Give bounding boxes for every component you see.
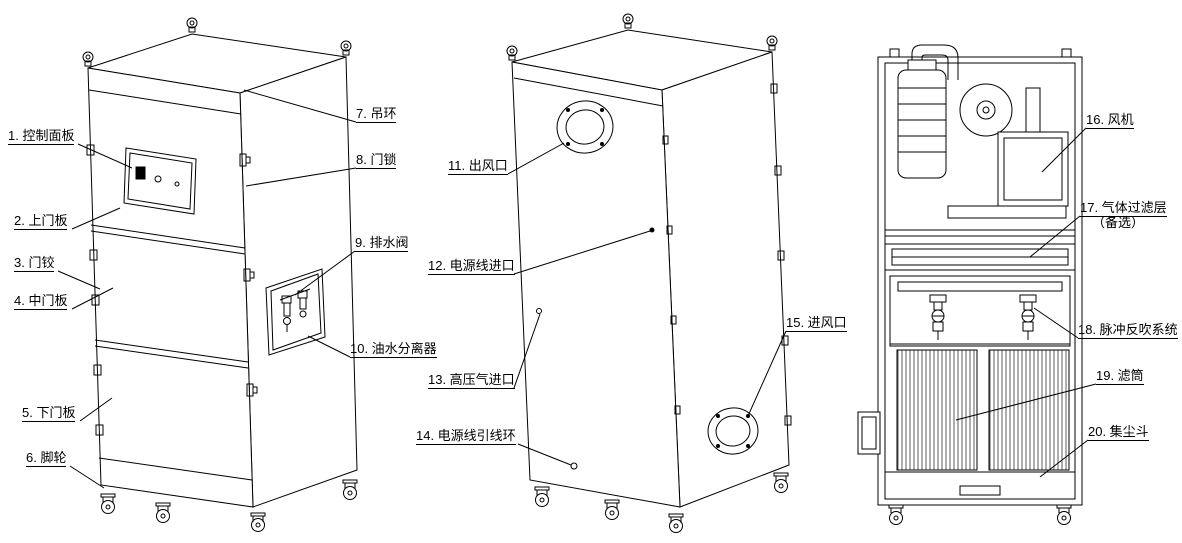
leader-line-17: [1029, 215, 1081, 258]
leader-line-11: [507, 142, 565, 175]
left-view-cabinet: [82, 17, 358, 532]
leader-line-14: [517, 443, 572, 466]
latch-icon: [662, 135, 681, 415]
part-label-caster: 6. 脚轮: [26, 450, 67, 467]
part-label-hp-air-inlet: 13. 高压气进口: [428, 372, 515, 389]
part-label-text: 10. 油水分离器: [350, 341, 437, 358]
part-label-text: 1. 控制面板: [8, 128, 75, 145]
part-label-upper-door: 2. 上门板: [14, 213, 68, 230]
part-label-text: 5. 下门板: [22, 405, 76, 422]
part-label-air-outlet: 11. 出风口: [448, 158, 508, 175]
part-label-control-panel: 1. 控制面板: [8, 128, 75, 145]
power-cable-lead-ring: [570, 462, 578, 470]
air-inlet-port: [707, 407, 759, 455]
caster-icon: [100, 479, 358, 532]
part-label-text: 11. 出风口: [448, 158, 508, 175]
part-label-text: 14. 电源线引线环: [416, 428, 516, 445]
air-outlet-port: [556, 100, 614, 154]
part-label-door-lock: 8. 门锁: [356, 152, 397, 169]
part-label-power-cable-inlet: 12. 电源线进口: [428, 258, 515, 275]
part-label-drain-valve: 9. 排水阀: [355, 235, 409, 252]
filter-cartridge-left: [896, 349, 978, 471]
part-label-lifting-ring: 7. 吊环: [356, 106, 397, 123]
part-label-text: 20. 集尘斗: [1088, 424, 1149, 441]
part-label-text: 2. 上门板: [14, 213, 68, 230]
part-label-text: 19. 滤筒: [1096, 368, 1144, 385]
leader-lines: [57, 89, 1097, 489]
leader-line-6: [69, 465, 105, 489]
part-label-oil-water-separator: 10. 油水分离器: [350, 341, 437, 358]
caster-icon: [888, 504, 1072, 525]
leader-line-2: [71, 207, 121, 230]
filter-cartridge-right: [988, 349, 1070, 471]
leader-line-1: [77, 143, 133, 169]
part-label-text-line2: （备选）: [1092, 215, 1145, 230]
pulse-back-blow-system: [889, 275, 1071, 347]
part-label-dust-hopper: 20. 集尘斗: [1088, 424, 1149, 441]
part-label-text: 15. 进风口: [786, 315, 847, 332]
part-label-text: 18. 脉冲反吹系统: [1078, 322, 1178, 339]
front-elevation-internals: [857, 44, 1083, 525]
part-label-text: 4. 中门板: [14, 293, 68, 310]
leader-line-9: [294, 250, 356, 296]
part-label-lower-door: 5. 下门板: [22, 405, 76, 422]
caster-icon: [534, 472, 789, 533]
part-label-middle-door: 4. 中门板: [14, 293, 68, 310]
side-box: [857, 411, 881, 455]
part-label-text: 9. 排水阀: [355, 235, 409, 252]
door-lock-icon: [239, 153, 258, 397]
leader-line-12: [513, 230, 651, 275]
part-label-air-inlet: 15. 进风口: [786, 315, 847, 332]
high-pressure-air-inlet: [536, 308, 542, 314]
part-label-filter-cartridge: 19. 滤筒: [1096, 368, 1144, 385]
leader-line-15: [747, 330, 787, 417]
part-label-text: 12. 电源线进口: [428, 258, 515, 275]
leader-line-20: [1039, 439, 1089, 478]
front-face: [87, 67, 254, 508]
front-face: [511, 61, 681, 508]
part-label-pulse-system: 18. 脉冲反吹系统: [1078, 322, 1178, 339]
leader-line-8: [245, 167, 357, 187]
oil-water-separator: [265, 268, 326, 356]
leader-line-10: [307, 335, 351, 358]
fan-assembly: [897, 44, 1069, 219]
part-label-text: 7. 吊环: [356, 106, 397, 123]
leader-line-3: [57, 270, 101, 290]
part-label-text: 6. 脚轮: [26, 450, 67, 467]
leader-line-4: [71, 287, 114, 310]
side-face: [661, 51, 790, 508]
dust-hopper: [884, 471, 1076, 500]
middle-view-cabinet: [506, 13, 792, 533]
power-cable-inlet: [649, 227, 655, 233]
part-label-text: 16. 风机: [1086, 112, 1134, 129]
gas-filter-layer: [884, 243, 1076, 271]
part-label-text: 17. 气体过滤层: [1080, 200, 1167, 217]
leader-line-5: [79, 397, 113, 422]
leader-line-13: [513, 313, 541, 389]
part-label-fan: 16. 风机: [1086, 112, 1134, 129]
part-label-cable-lead-ring: 14. 电源线引线环: [416, 428, 516, 445]
part-label-gas-filter-layer: 17. 气体过滤层（备选）: [1080, 200, 1167, 230]
part-label-text: 3. 门铰: [14, 255, 55, 272]
door-hinge-icon: [86, 144, 104, 436]
leader-line-7: [243, 89, 357, 123]
leader-line-18: [1033, 307, 1079, 339]
part-label-door-hinge: 3. 门铰: [14, 255, 55, 272]
leader-line-19: [955, 383, 1097, 421]
part-label-text: 13. 高压气进口: [428, 372, 515, 389]
leader-line-16: [1041, 127, 1087, 173]
part-label-text: 8. 门锁: [356, 152, 397, 169]
control-panel: [123, 147, 197, 215]
